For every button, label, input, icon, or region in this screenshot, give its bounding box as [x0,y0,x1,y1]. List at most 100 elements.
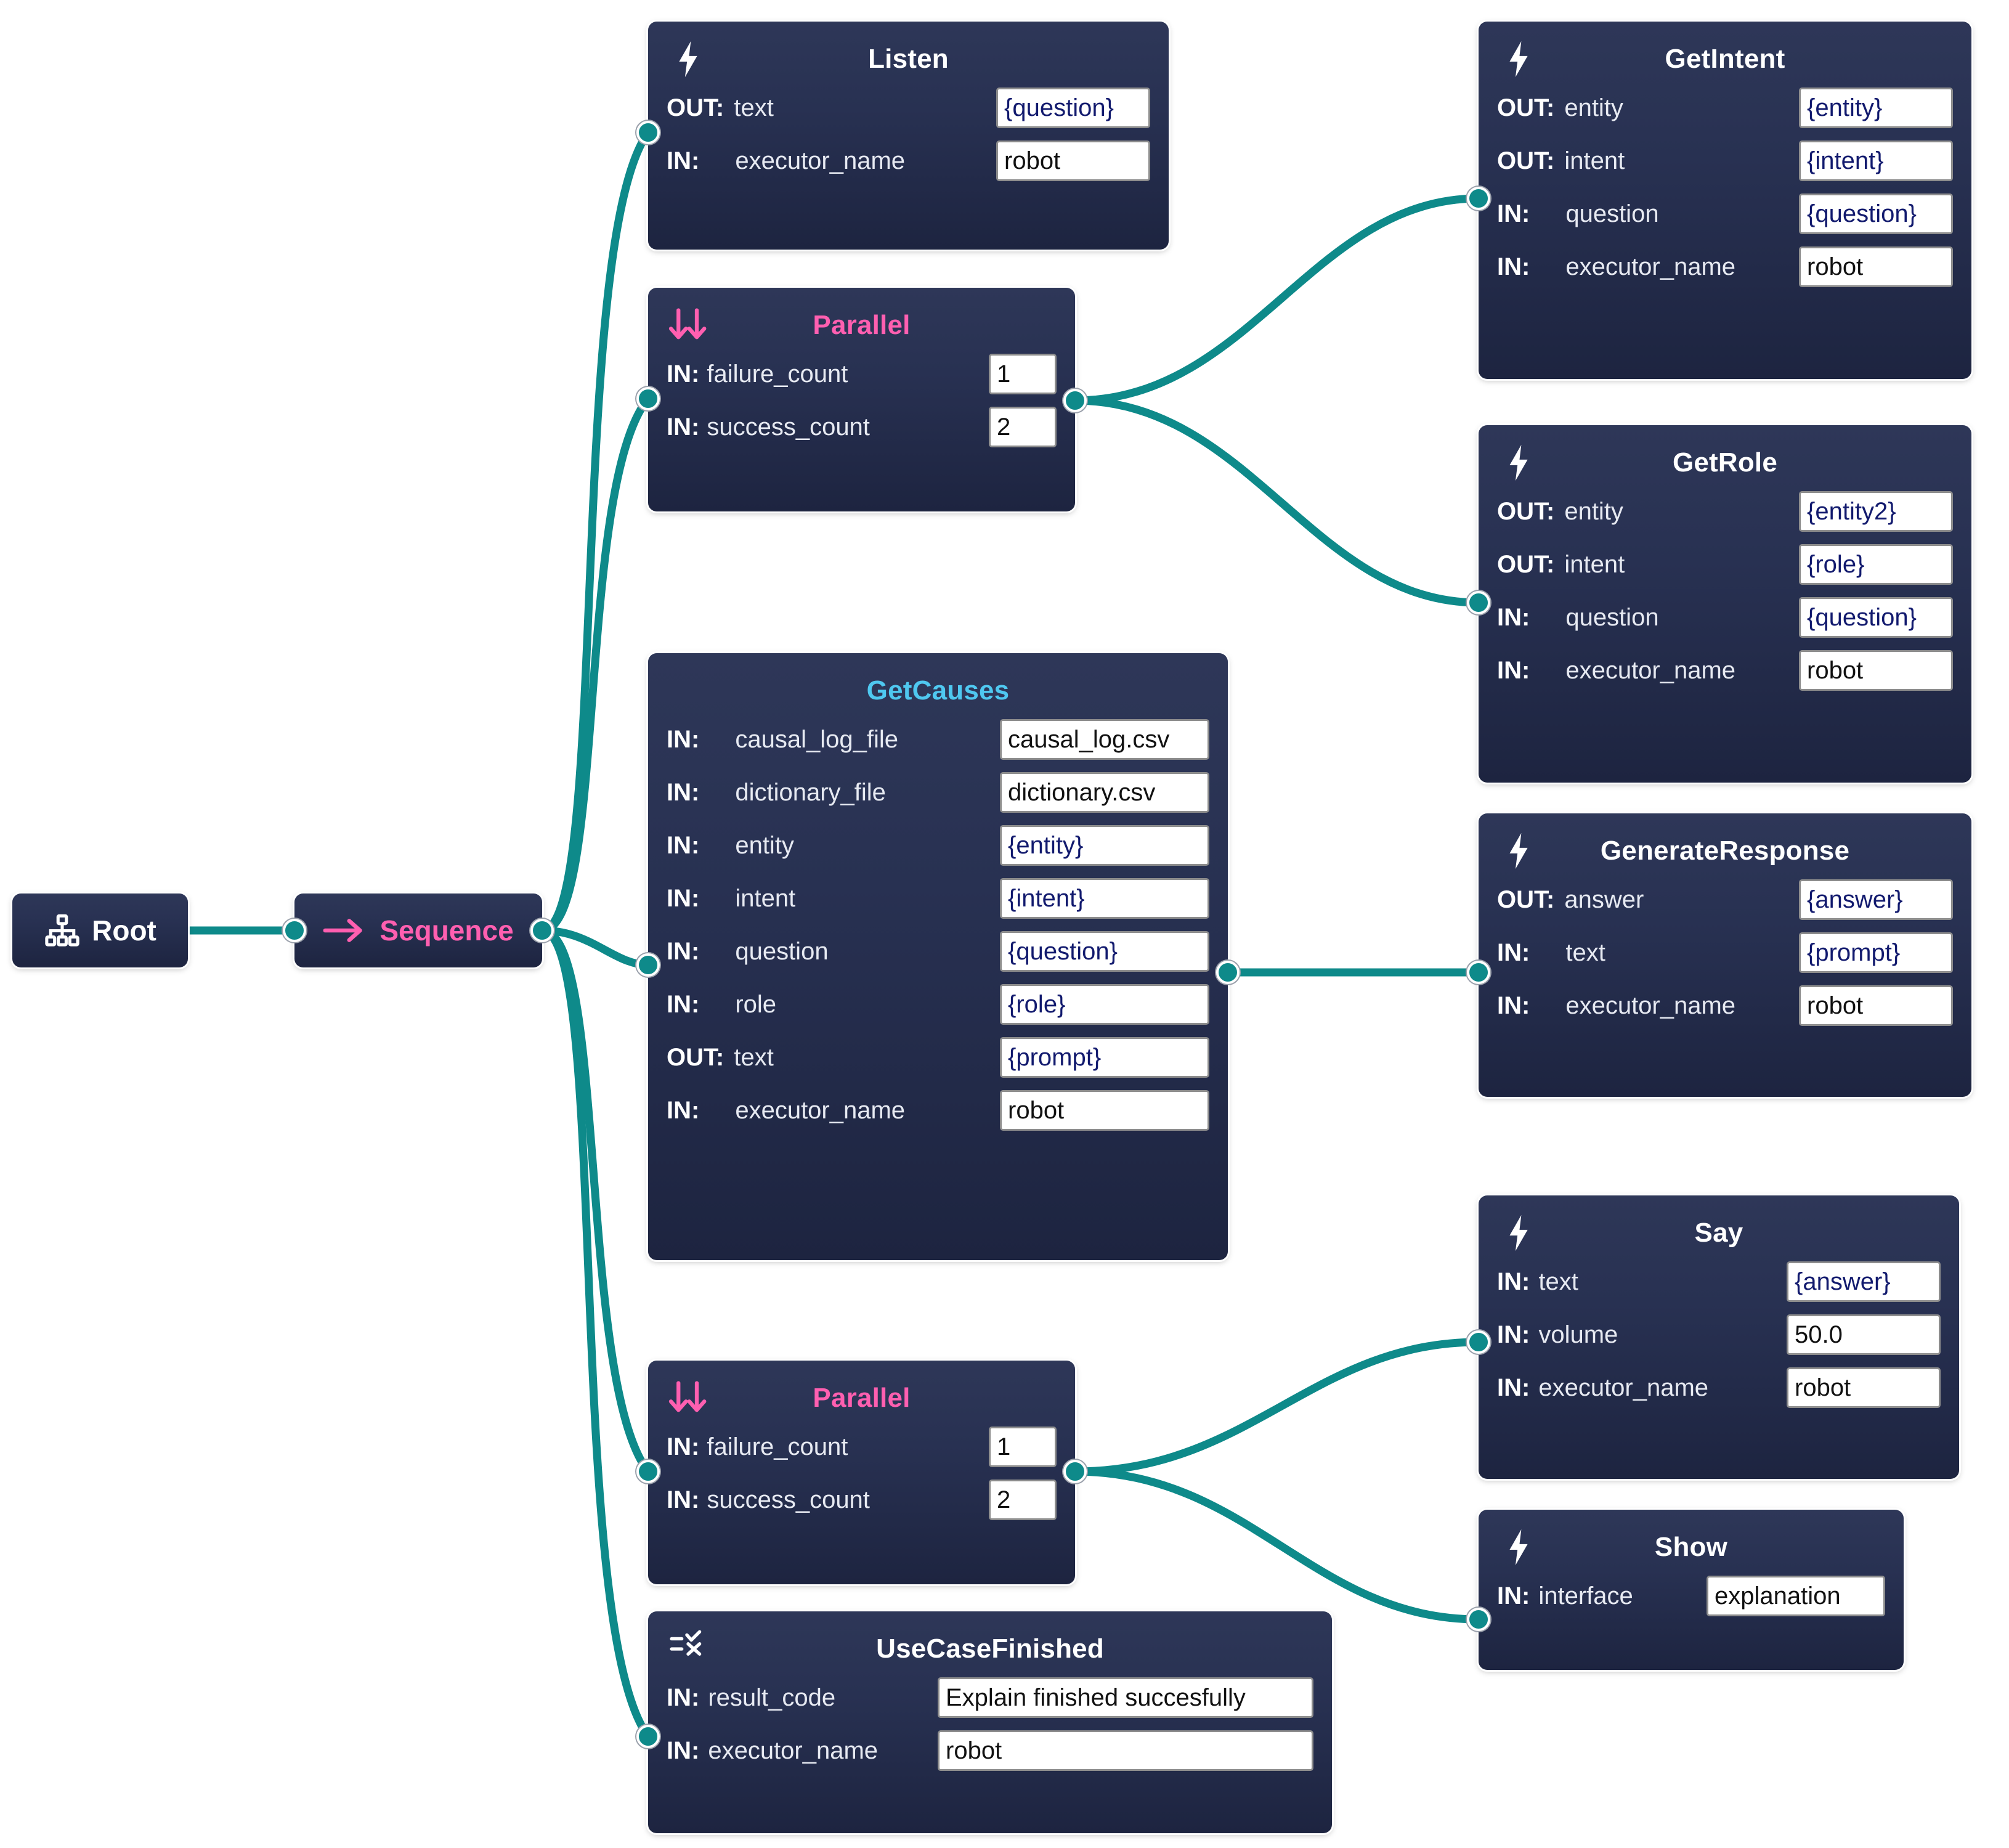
port-row[interactable]: IN: executor_name robot [667,1728,1313,1773]
port-value[interactable]: {question} [996,88,1150,128]
node-getcauses[interactable]: GetCauses IN: causal_log_file causal_log… [636,653,1240,1260]
port-value[interactable]: {entity2} [1799,491,1953,532]
port-direction: IN: [667,413,700,441]
port-value[interactable]: {prompt} [1000,1037,1209,1078]
port-getcauses-in-intent[interactable] [636,953,660,977]
port-value[interactable]: robot [938,1730,1313,1771]
port-row[interactable]: IN: executor_name robot [667,1088,1209,1133]
port-row[interactable]: IN: failure_count 1 [667,1425,1057,1469]
port-sequence-in[interactable] [283,919,306,942]
port-parallel-bottom-out[interactable] [1063,1460,1087,1483]
port-row[interactable]: IN: failure_count 1 [667,352,1057,396]
port-getrole-out-intent[interactable] [1467,591,1490,614]
node-parallel-bottom[interactable]: Parallel IN: failure_count 1 IN: success… [636,1361,1087,1584]
port-row[interactable]: IN: dictionary_file dictionary.csv [667,770,1209,815]
port-value[interactable]: 50.0 [1787,1314,1941,1355]
node-parallel-bottom-rows: IN: failure_count 1 IN: success_count 2 [667,1425,1057,1522]
port-value[interactable]: {question} [1000,931,1209,972]
port-row[interactable]: OUT: text {prompt} [667,1035,1209,1080]
port-name: intent [1564,550,1625,578]
port-direction: IN: [1497,1268,1530,1295]
port-value[interactable]: {question} [1799,597,1953,638]
port-value[interactable]: {entity} [1000,825,1209,866]
port-row[interactable]: IN: text {prompt} [1497,930,1953,975]
node-getrole[interactable]: GetRole OUT: entity {entity2} OUT: inten… [1467,425,1971,783]
port-sequence-out[interactable] [530,919,554,942]
port-value[interactable]: Explain finished succesfully [938,1677,1313,1718]
edge-parallel-bottom-show [1071,1467,1483,1624]
port-value[interactable]: robot [1799,246,1953,287]
port-value[interactable]: robot [1799,650,1953,691]
node-usecasefinished[interactable]: UseCaseFinished IN: result_code Explain … [636,1611,1332,1833]
port-getintent-out-intent[interactable] [1467,187,1490,210]
node-show[interactable]: Show IN: interface explanation [1467,1510,1904,1670]
port-direction: IN: [667,1736,700,1764]
port-row[interactable]: IN: entity {entity} [667,823,1209,868]
port-listen-out-text[interactable] [636,121,660,144]
port-value[interactable]: robot [1787,1367,1941,1408]
port-name: entity [1564,94,1623,121]
port-value[interactable]: {prompt} [1799,932,1953,973]
node-generateresponse[interactable]: GenerateResponse OUT: answer {answer} IN… [1467,813,1971,1097]
node-parallel-top[interactable]: Parallel IN: failure_count 1 IN: success… [636,288,1087,511]
port-row[interactable]: IN: question {question} [667,929,1209,974]
port-value[interactable]: 1 [989,354,1057,394]
port-usecasefinished-in-resultcode[interactable] [636,1725,660,1748]
port-row[interactable]: IN: executor_name robot [1497,983,1953,1028]
port-row[interactable]: IN: intent {intent} [667,876,1209,921]
port-row[interactable]: IN: executor_name robot [1497,1366,1941,1410]
port-value[interactable]: robot [1799,985,1953,1026]
node-root[interactable]: Root [12,893,188,967]
port-row[interactable]: IN: executor_name robot [1497,648,1953,693]
port-row[interactable]: OUT: answer {answer} [1497,877,1953,922]
port-row[interactable]: IN: volume 50.0 [1497,1313,1941,1357]
port-parallel-bottom-in[interactable] [636,1460,660,1483]
port-parallel-top-in[interactable] [636,387,660,410]
port-row[interactable]: IN: executor_name robot [667,139,1150,183]
checklist-icon [667,1627,710,1671]
port-generateresponse-in-text[interactable] [1467,961,1490,984]
port-value[interactable]: robot [1000,1090,1209,1131]
port-say-in-text[interactable] [1467,1330,1490,1354]
port-show-in-interface[interactable] [1467,1608,1490,1631]
port-value[interactable]: {intent} [1799,140,1953,181]
port-value[interactable]: 1 [989,1427,1057,1467]
port-value[interactable]: 2 [989,1480,1057,1520]
port-value[interactable]: causal_log.csv [1000,719,1209,760]
port-value[interactable]: {answer} [1787,1261,1941,1302]
port-value[interactable]: {question} [1799,193,1953,234]
port-row[interactable]: IN: success_count 2 [667,405,1057,449]
port-row[interactable]: OUT: text {question} [667,86,1150,130]
port-value[interactable]: robot [996,140,1150,181]
port-value[interactable]: {answer} [1799,879,1953,920]
port-value[interactable]: {role} [1000,984,1209,1025]
port-value[interactable]: dictionary.csv [1000,772,1209,813]
port-row[interactable]: IN: role {role} [667,982,1209,1027]
port-row[interactable]: OUT: entity {entity2} [1497,489,1953,534]
node-listen[interactable]: Listen OUT: text {question} IN: executor… [636,22,1169,250]
port-value[interactable]: 2 [989,407,1057,447]
node-getintent[interactable]: GetIntent OUT: entity {entity} OUT: inte… [1467,22,1971,379]
port-parallel-top-out[interactable] [1063,389,1087,412]
port-value[interactable]: explanation [1707,1576,1885,1616]
port-row[interactable]: IN: executor_name robot [1497,245,1953,289]
port-row[interactable]: IN: interface explanation [1497,1574,1885,1618]
port-value[interactable]: {intent} [1000,878,1209,919]
node-sequence[interactable]: Sequence [283,893,554,967]
port-row[interactable]: OUT: intent {role} [1497,542,1953,587]
port-value[interactable]: {role} [1799,544,1953,585]
port-row[interactable]: IN: question {question} [1497,192,1953,236]
port-row[interactable]: IN: question {question} [1497,595,1953,640]
port-row[interactable]: OUT: intent {intent} [1497,139,1953,183]
node-getintent-header: GetIntent [1497,38,1953,81]
port-row[interactable]: IN: result_code Explain finished succesf… [667,1675,1313,1720]
port-row[interactable]: OUT: entity {entity} [1497,86,1953,130]
port-value[interactable]: {entity} [1799,88,1953,128]
port-row[interactable]: IN: success_count 2 [667,1478,1057,1522]
port-direction: IN: [667,725,700,753]
node-say[interactable]: Say IN: text {answer} IN: volume 50.0 IN… [1467,1195,1959,1479]
port-row[interactable]: IN: causal_log_file causal_log.csv [667,717,1209,762]
port-getcauses-out-text[interactable] [1216,961,1240,984]
port-row[interactable]: IN: text {answer} [1497,1260,1941,1304]
